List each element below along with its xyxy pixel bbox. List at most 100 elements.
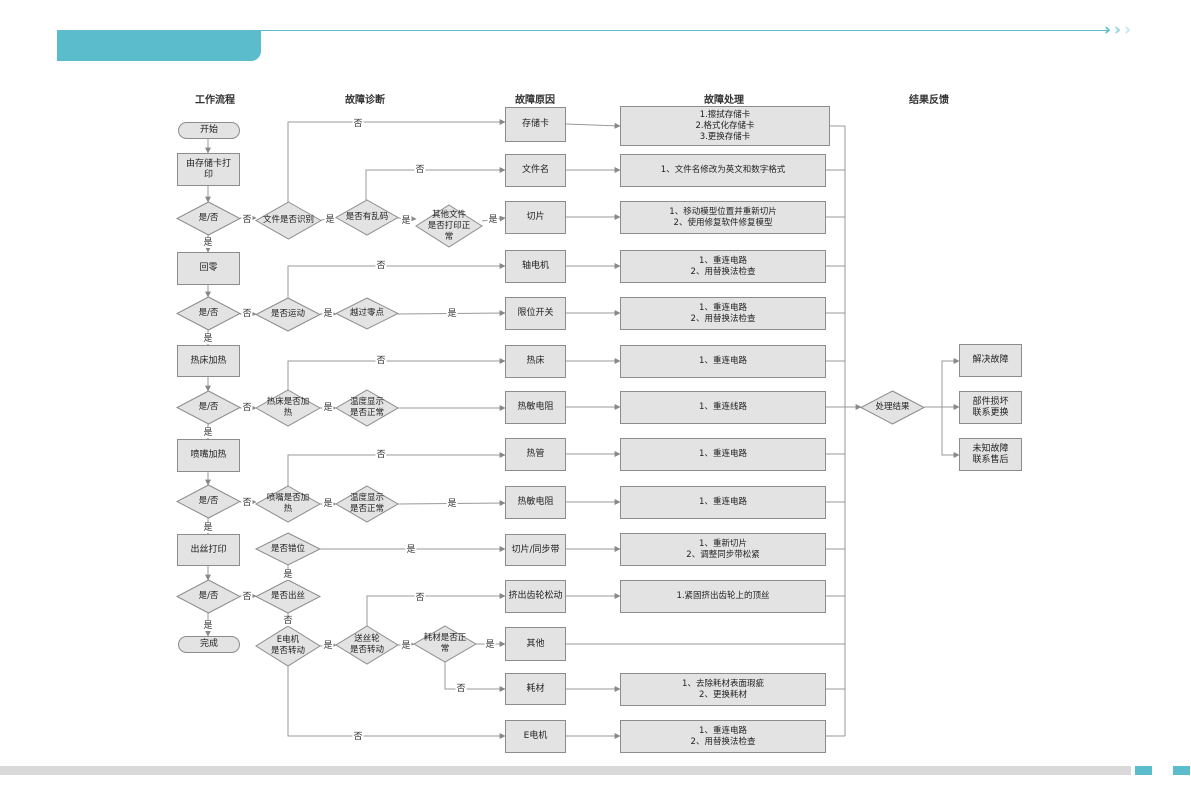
diagnosis-garbled: 是否有乱码 xyxy=(345,212,389,222)
workflow-decision: 是/否 xyxy=(198,402,219,412)
connector-line xyxy=(941,358,960,407)
diagnosis-shift: 是否错位 xyxy=(270,543,305,554)
decision-diamond-shape xyxy=(254,579,322,614)
workflow-decision: 是/否 xyxy=(198,213,219,223)
edge-label-yes: 是 xyxy=(202,334,214,344)
treatment-node: 1、移动模型位置并重新切片 2、使用修复软件修复模型 xyxy=(620,201,826,234)
edge-label-no: 否 xyxy=(352,732,364,742)
connector-line xyxy=(287,358,506,390)
cause-node: 文件名 xyxy=(505,154,566,187)
workflow-step: 喷嘴加热 xyxy=(177,439,240,472)
cause-node: E电机 xyxy=(505,720,566,753)
column-header-feedback: 结果反馈 xyxy=(909,95,949,106)
edge-label-no: 否 xyxy=(414,165,426,175)
cause-node: 切片 xyxy=(505,201,566,234)
result-decision: 处理结果 xyxy=(875,402,910,412)
column-header-treatment: 故障处理 xyxy=(704,95,744,106)
decision-diamond-shape xyxy=(254,532,322,566)
edge-label-no: 否 xyxy=(414,593,426,603)
decision-diamond-shape xyxy=(175,296,242,331)
column-header-diagnosis: 故障诊断 xyxy=(345,95,385,106)
decision-diamond-shape xyxy=(254,297,322,332)
edge-label-yes: 是 xyxy=(322,499,334,509)
connector-line xyxy=(287,119,506,202)
cause-node: 热敏电阻 xyxy=(505,391,566,424)
connector-line xyxy=(287,263,506,298)
edge-label-yes: 是 xyxy=(446,499,458,509)
connector-line xyxy=(941,407,960,458)
edge-label-yes: 是 xyxy=(202,428,214,438)
decision-diamond-shape xyxy=(415,204,483,248)
edge-label-yes: 是 xyxy=(446,309,458,319)
treatment-node: 1、去除耗材表面瑕疵 2、更换耗材 xyxy=(620,673,826,706)
finish-node: 完成 xyxy=(178,636,240,653)
footer-accent xyxy=(1135,766,1152,775)
edge-label-yes: 是 xyxy=(405,545,417,555)
treatment-node: 1、重连线路 xyxy=(620,391,826,424)
decision-diamond-shape xyxy=(335,625,399,665)
decision-diamond-shape xyxy=(175,201,242,236)
diagnosis-other: 其他文件 是否打印正 常 xyxy=(427,209,471,242)
connector-line xyxy=(287,452,506,486)
cause-node: 其他 xyxy=(505,627,566,661)
header-rule xyxy=(260,30,1108,31)
footer-accent xyxy=(1173,766,1190,775)
cause-node: 切片/同步带 xyxy=(505,534,566,566)
treatment-node: 1、重连电路 2、用替换法检查 xyxy=(620,720,826,753)
decision-diamond-shape xyxy=(334,199,400,236)
decision-diamond-shape xyxy=(175,390,242,425)
edge-label-yes: 是 xyxy=(322,641,334,651)
chevron-right-icon: › xyxy=(1124,20,1132,40)
decision-diamond-shape xyxy=(254,201,323,240)
edge-label-yes: 是 xyxy=(400,216,412,226)
cause-node: 存储卡 xyxy=(505,107,566,142)
edge-label-yes: 是 xyxy=(202,523,214,533)
footer-bar xyxy=(0,766,1131,775)
cause-node: 热床 xyxy=(505,345,566,378)
edge-label-yes: 是 xyxy=(487,215,499,225)
treatment-node: 1.擦拭存储卡 2.格式化存储卡 3.更换存储卡 xyxy=(620,106,830,146)
treatment-node: 1.紧固挤出齿轮上的顶丝 xyxy=(620,580,826,613)
diagnosis-noztemp: 温度显示 是否正常 xyxy=(349,493,384,514)
cause-node: 热敏电阻 xyxy=(505,486,566,519)
edge-label-no: 否 xyxy=(282,616,294,626)
column-header-cause: 故障原因 xyxy=(515,95,555,106)
result-part-damaged: 部件损坏 联系更换 xyxy=(959,391,1022,424)
diagnosis-feed: 送丝轮 是否转动 xyxy=(349,634,384,655)
diagnosis-extrude: 是否出丝 xyxy=(270,591,305,601)
treatment-node: 1、重连电路 2、用替换法检查 xyxy=(620,250,826,283)
diagnosis-bed: 热床是否加 热 xyxy=(266,397,310,418)
workflow-step: 出丝打印 xyxy=(177,534,240,566)
edge-label-no: 否 xyxy=(241,309,253,319)
diagnosis-filament: 耗材是否正 常 xyxy=(423,633,467,654)
edge-label-yes: 是 xyxy=(322,403,334,413)
cause-node: 限位开关 xyxy=(505,297,566,330)
treatment-node: 1、重连电路 xyxy=(620,345,826,378)
decision-diamond-shape xyxy=(335,389,399,427)
chevron-right-icon: › xyxy=(1114,20,1122,40)
decision-diamond-shape xyxy=(859,390,926,425)
chevron-right-icon: › xyxy=(1104,20,1112,40)
edge-label-yes: 是 xyxy=(322,309,334,319)
edge-label-no: 否 xyxy=(455,684,467,694)
start-node: 开始 xyxy=(178,122,240,139)
diagnosis-noz: 喷嘴是否加 热 xyxy=(266,493,310,514)
diagnosis-bedtemp: 温度显示 是否正常 xyxy=(349,397,384,418)
edge-label-no: 否 xyxy=(375,450,387,460)
decision-diamond-shape xyxy=(254,389,322,427)
edge-label-yes: 是 xyxy=(202,238,214,248)
edge-label-yes: 是 xyxy=(282,570,294,580)
workflow-decision: 是/否 xyxy=(198,308,219,318)
cause-node: 挤出齿轮松动 xyxy=(505,580,566,613)
diagnosis-zero: 越过零点 xyxy=(349,308,384,318)
workflow-decision: 是/否 xyxy=(198,496,219,506)
decision-diamond-shape xyxy=(334,297,400,330)
column-header-workflow: 工作流程 xyxy=(195,95,235,106)
decision-diamond-shape xyxy=(254,485,322,523)
treatment-node: 1、重连电路 xyxy=(620,486,826,519)
diagnosis-card: 文件是否识别 xyxy=(262,215,314,225)
workflow-step: 热床加热 xyxy=(177,345,240,377)
workflow-step: 回零 xyxy=(177,252,240,285)
decision-diamond-shape xyxy=(175,484,242,519)
